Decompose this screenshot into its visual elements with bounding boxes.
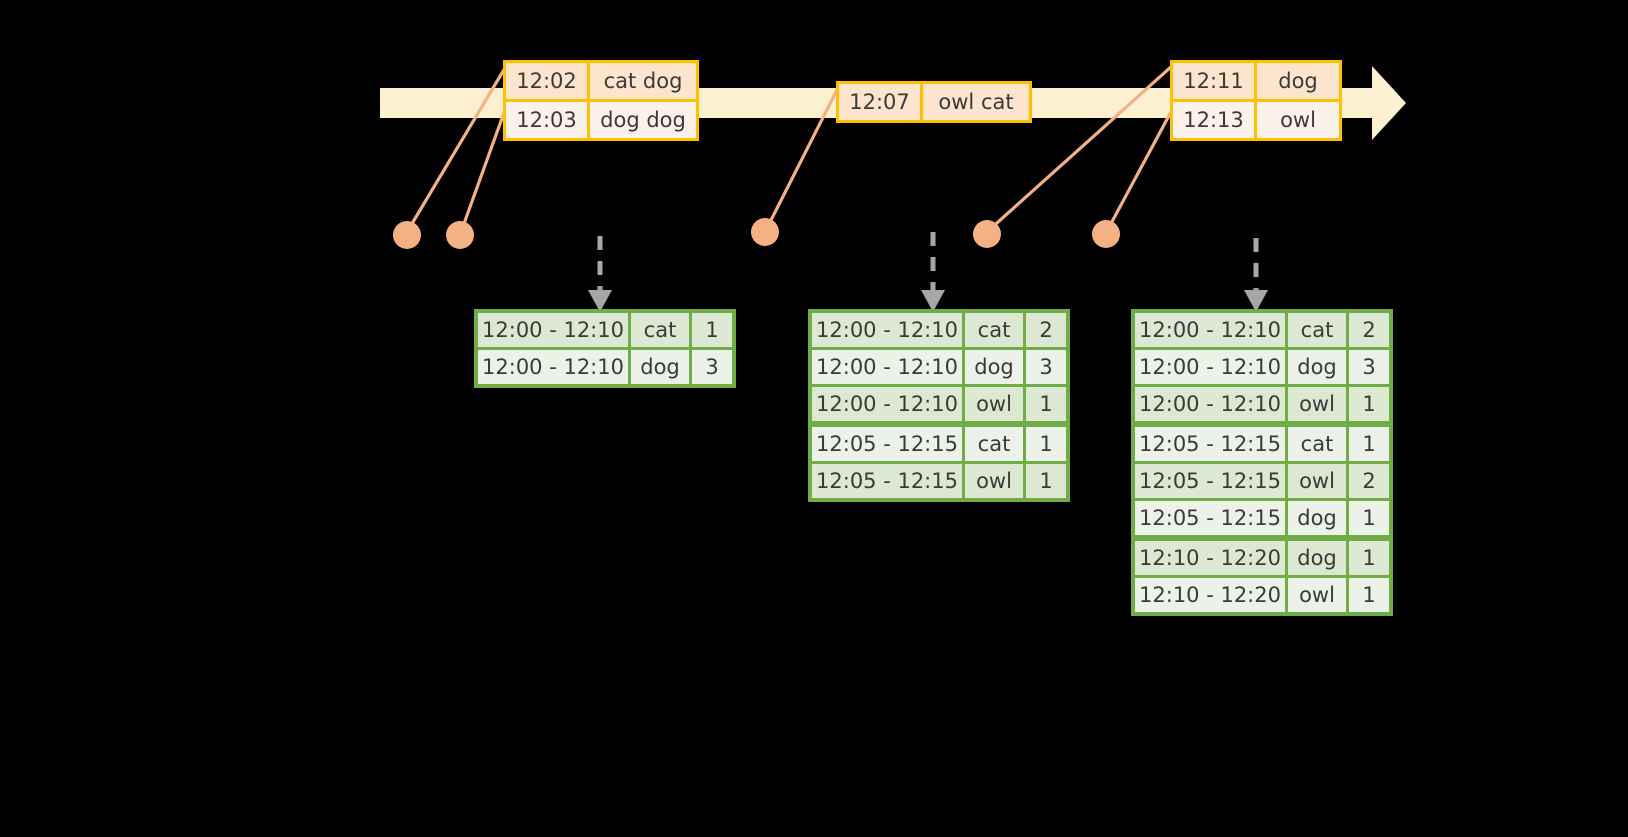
marker-dot-1202 (393, 221, 421, 249)
cell-key: owl (1288, 464, 1346, 498)
cell-window: 12:10 - 12:20 (1135, 541, 1285, 575)
cell-key: dog (1288, 541, 1346, 575)
cell-key: owl (965, 464, 1023, 498)
table-row[interactable]: 12:10 - 12:20 dog 1 (1135, 541, 1389, 575)
cell-key: owl (1288, 387, 1346, 421)
cell-count: 1 (1026, 387, 1066, 421)
cell-count: 1 (692, 313, 732, 347)
cell-window: 12:00 - 12:10 (1135, 313, 1285, 347)
event-time: 12:03 (506, 102, 590, 138)
event-row[interactable]: 12:11 dog (1173, 63, 1339, 99)
cell-key: cat (631, 313, 689, 347)
cell-window: 12:00 - 12:10 (812, 350, 962, 384)
cell-window: 12:05 - 12:15 (1135, 501, 1285, 535)
marker-dot-1207 (751, 218, 779, 246)
cell-key: dog (1288, 350, 1346, 384)
event-time: 12:11 (1173, 63, 1257, 99)
cell-window: 12:00 - 12:10 (812, 387, 962, 421)
table-row[interactable]: 12:05 - 12:15 dog 1 (1135, 501, 1389, 535)
event-group-3[interactable]: 12:11 dog 12:13 owl (1170, 60, 1342, 141)
table-row[interactable]: 12:05 - 12:15 cat 1 (812, 427, 1066, 461)
connector-1207 (764, 87, 840, 231)
cell-window: 12:05 - 12:15 (1135, 427, 1285, 461)
connector-1202 (405, 67, 507, 233)
result-table-3[interactable]: 12:00 - 12:10 cat 2 12:00 - 12:10 dog 3 … (1131, 309, 1393, 616)
result-table-1[interactable]: 12:00 - 12:10 cat 1 12:00 - 12:10 dog 3 (474, 309, 736, 388)
cell-key: dog (1288, 501, 1346, 535)
event-time: 12:13 (1173, 102, 1257, 138)
cell-window: 12:05 - 12:15 (1135, 464, 1285, 498)
table-row[interactable]: 12:00 - 12:10 cat 2 (812, 313, 1066, 347)
event-words: dog dog (590, 102, 696, 138)
marker-dot-1213 (1092, 220, 1120, 248)
marker-dots (393, 218, 1120, 249)
table-row[interactable]: 12:05 - 12:15 owl 2 (1135, 464, 1389, 498)
event-words: owl cat (923, 84, 1029, 120)
cell-key: cat (1288, 313, 1346, 347)
event-row[interactable]: 12:13 owl (1173, 99, 1339, 138)
cell-window: 12:00 - 12:10 (1135, 387, 1285, 421)
cell-count: 1 (1349, 387, 1389, 421)
event-group-2[interactable]: 12:07 owl cat (836, 81, 1032, 123)
cell-key: owl (965, 387, 1023, 421)
event-words: dog (1257, 63, 1339, 99)
result-table-2[interactable]: 12:00 - 12:10 cat 2 12:00 - 12:10 dog 3 … (808, 309, 1070, 502)
event-row[interactable]: 12:02 cat dog (506, 63, 696, 99)
marker-dot-1203 (446, 221, 474, 249)
marker-dot-1211 (973, 220, 1001, 248)
event-time: 12:02 (506, 63, 590, 99)
cell-window: 12:00 - 12:10 (478, 313, 628, 347)
cell-key: cat (1288, 427, 1346, 461)
table-row[interactable]: 12:00 - 12:10 cat 2 (1135, 313, 1389, 347)
cell-count: 3 (1026, 350, 1066, 384)
cell-key: dog (965, 350, 1023, 384)
event-row[interactable]: 12:03 dog dog (506, 99, 696, 138)
cell-count: 2 (1349, 313, 1389, 347)
cell-window: 12:00 - 12:10 (478, 350, 628, 384)
connector-1203 (459, 109, 507, 233)
cell-count: 3 (692, 350, 732, 384)
cell-count: 1 (1026, 464, 1066, 498)
table-row[interactable]: 12:10 - 12:20 owl 1 (1135, 578, 1389, 612)
connector-1213 (1105, 109, 1174, 232)
cell-key: dog (631, 350, 689, 384)
cell-window: 12:05 - 12:15 (812, 427, 962, 461)
cell-window: 12:05 - 12:15 (812, 464, 962, 498)
cell-key: owl (1288, 578, 1346, 612)
cell-count: 2 (1026, 313, 1066, 347)
dashed-arrows (597, 232, 1259, 290)
cell-count: 1 (1026, 427, 1066, 461)
cell-count: 1 (1349, 427, 1389, 461)
table-row[interactable]: 12:00 - 12:10 dog 3 (812, 350, 1066, 384)
cell-window: 12:10 - 12:20 (1135, 578, 1285, 612)
cell-count: 1 (1349, 541, 1389, 575)
table-row[interactable]: 12:00 - 12:10 cat 1 (478, 313, 732, 347)
cell-window: 12:00 - 12:10 (1135, 350, 1285, 384)
cell-count: 3 (1349, 350, 1389, 384)
event-group-1[interactable]: 12:02 cat dog 12:03 dog dog (503, 60, 699, 141)
cell-count: 2 (1349, 464, 1389, 498)
cell-key: cat (965, 313, 1023, 347)
event-time: 12:07 (839, 84, 923, 120)
table-row[interactable]: 12:00 - 12:10 dog 3 (1135, 350, 1389, 384)
table-row[interactable]: 12:00 - 12:10 dog 3 (478, 350, 732, 384)
table-row[interactable]: 12:05 - 12:15 owl 1 (812, 464, 1066, 498)
cell-count: 1 (1349, 578, 1389, 612)
table-row[interactable]: 12:05 - 12:15 cat 1 (1135, 427, 1389, 461)
event-words: owl (1257, 102, 1339, 138)
event-row[interactable]: 12:07 owl cat (839, 84, 1029, 120)
table-row[interactable]: 12:00 - 12:10 owl 1 (1135, 387, 1389, 421)
cell-key: cat (965, 427, 1023, 461)
table-row[interactable]: 12:00 - 12:10 owl 1 (812, 387, 1066, 421)
event-words: cat dog (590, 63, 696, 99)
cell-window: 12:00 - 12:10 (812, 313, 962, 347)
cell-count: 1 (1349, 501, 1389, 535)
